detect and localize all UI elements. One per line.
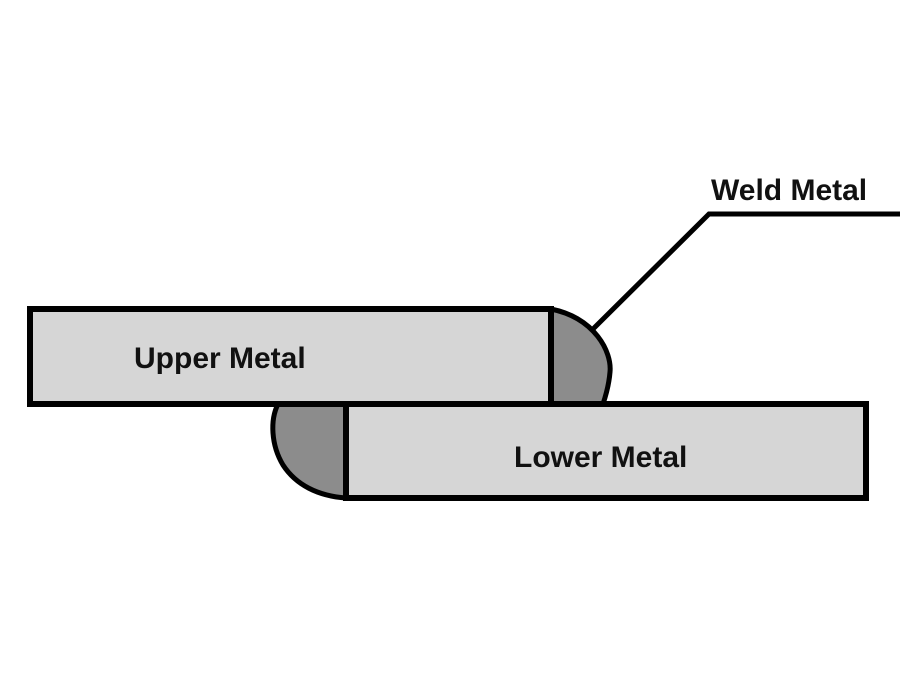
lower-metal-plate: [343, 401, 869, 501]
upper-metal-label: Upper Metal: [134, 342, 306, 375]
weld-metal-label: Weld Metal: [711, 174, 867, 207]
lower-weld-bead: [270, 401, 349, 501]
upper-weld-bead: [548, 306, 613, 407]
upper-metal-plate: [27, 306, 554, 407]
weld-metal-leader-line: [590, 211, 900, 332]
lower-metal-label: Lower Metal: [514, 441, 687, 474]
